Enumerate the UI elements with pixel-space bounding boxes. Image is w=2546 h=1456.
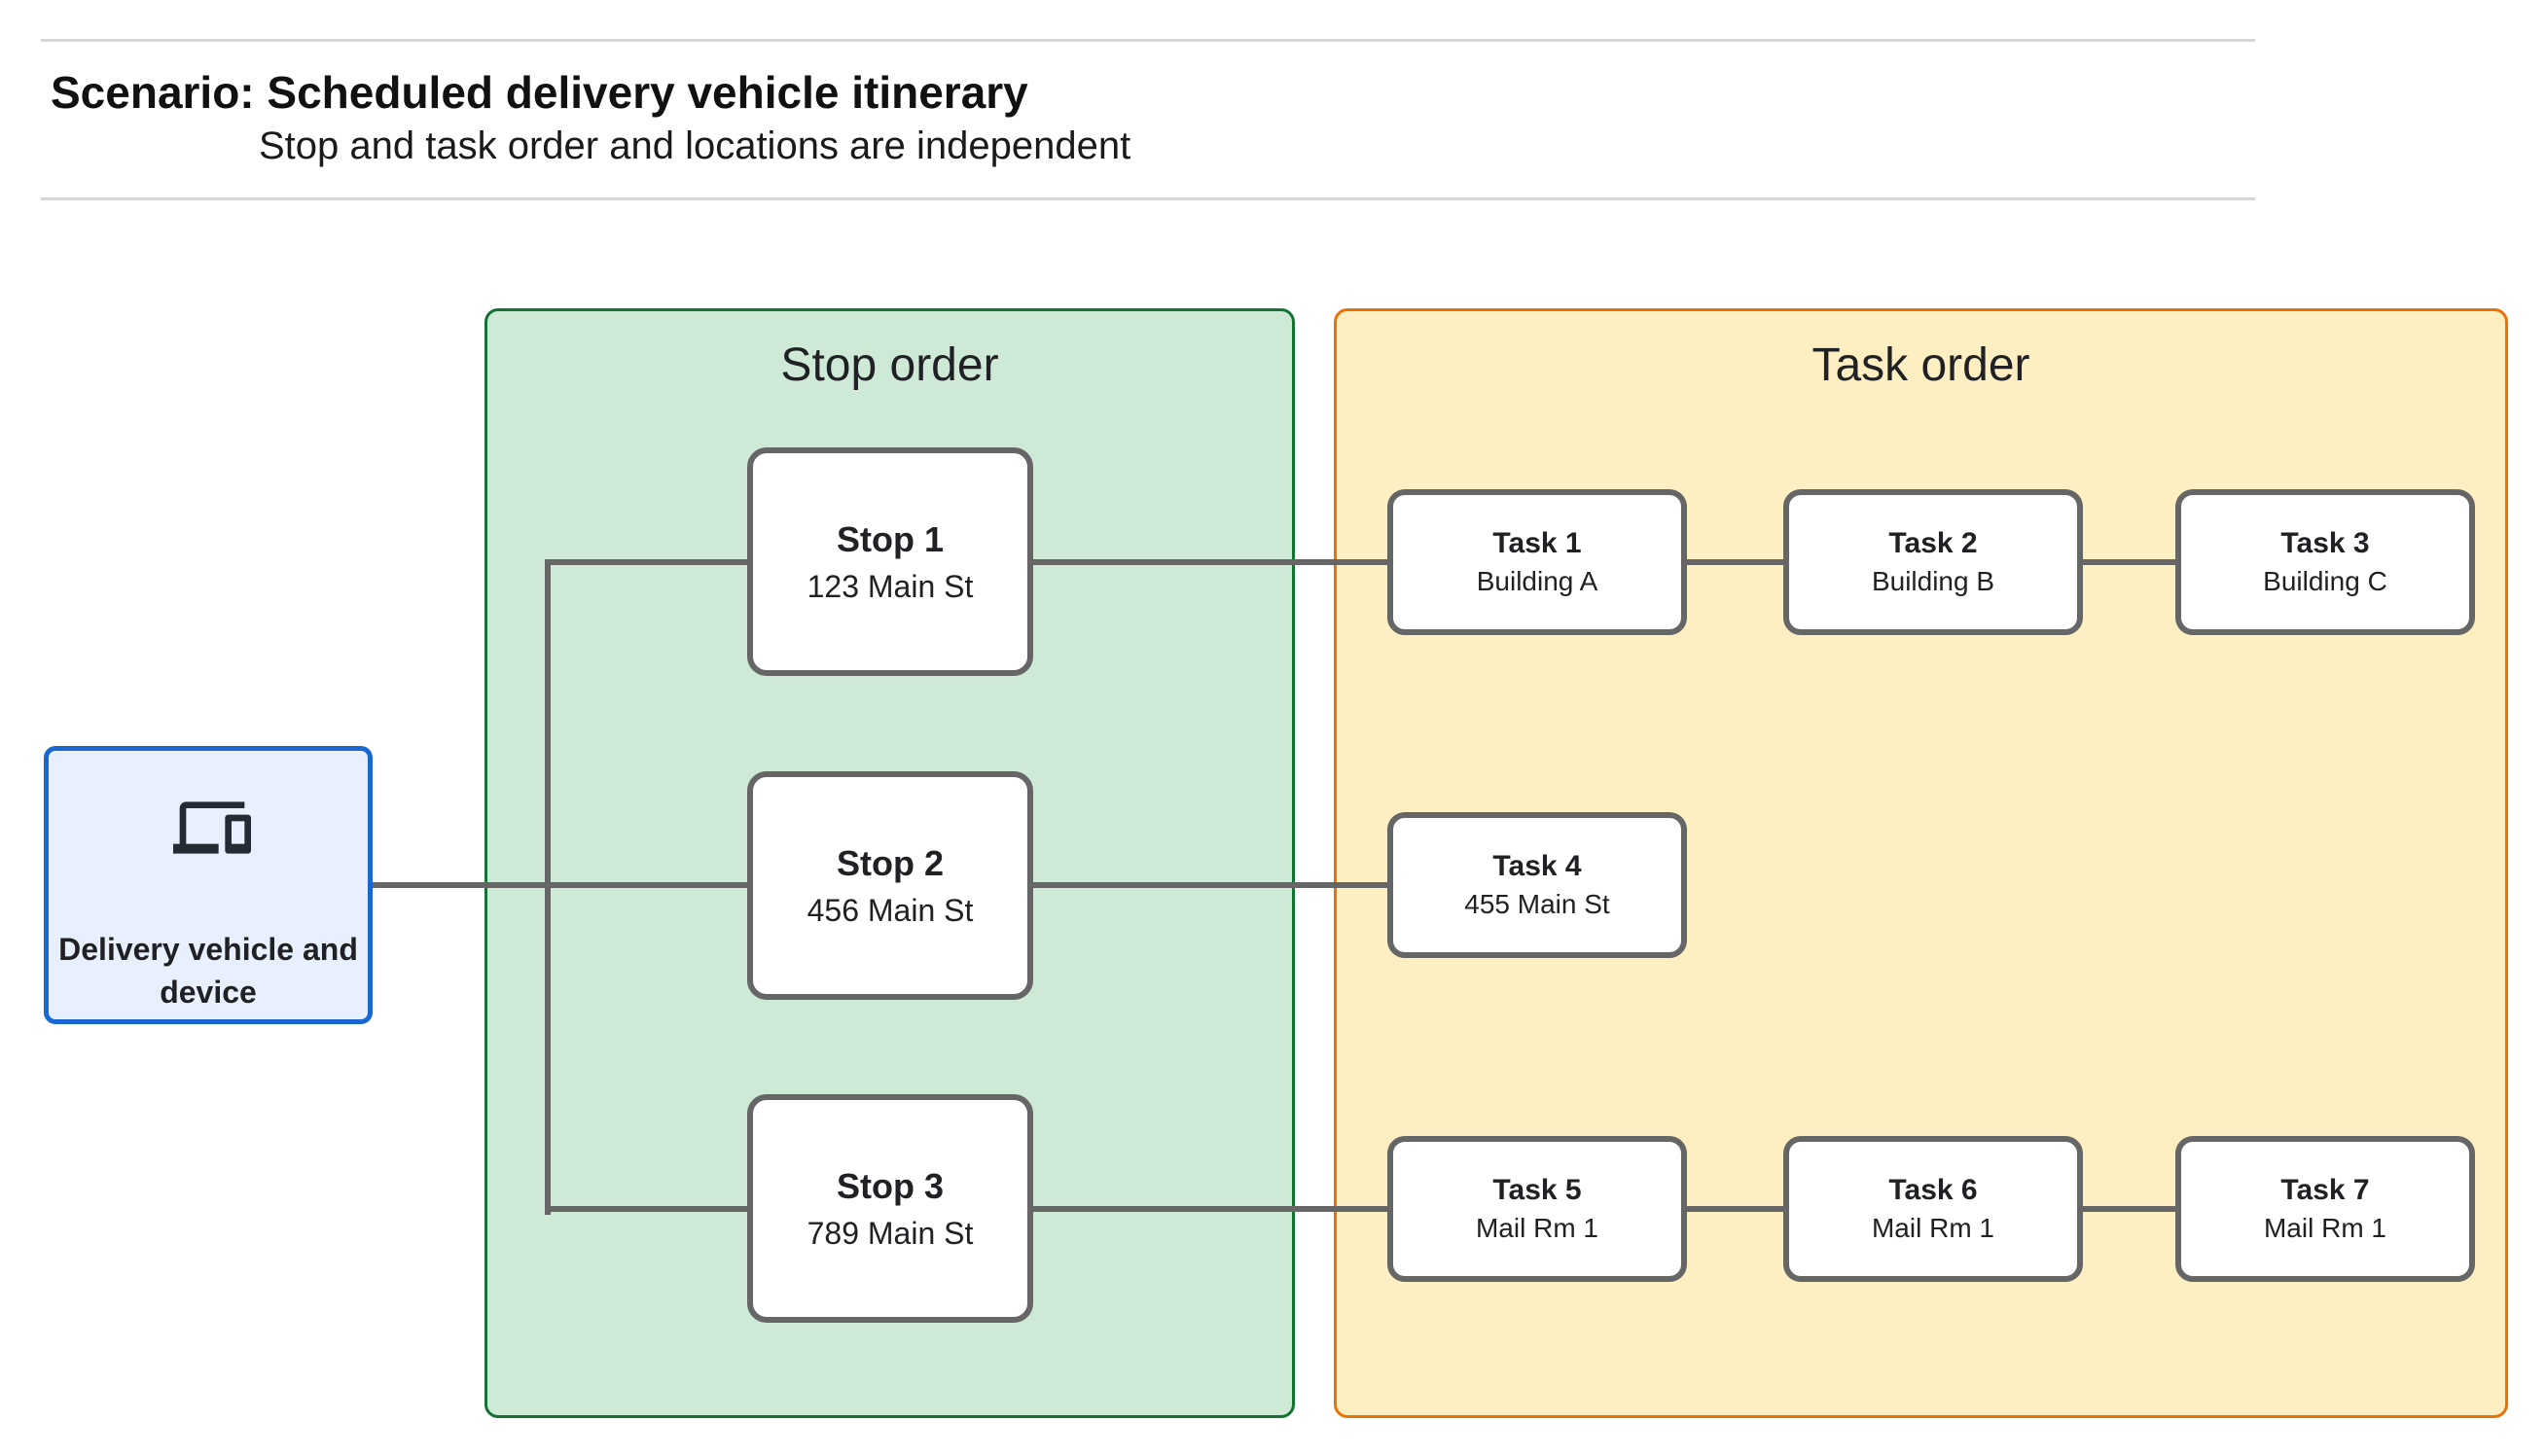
page-subtitle: Stop and task order and locations are in… <box>259 124 1131 167</box>
connector-vehicle-to-stop2 <box>373 882 747 888</box>
task-5-node: Task 5 Mail Rm 1 <box>1387 1136 1687 1282</box>
task-2-node: Task 2 Building B <box>1783 489 2083 635</box>
top-rule <box>41 39 2255 42</box>
connector-task5-to-task6 <box>1687 1206 1783 1212</box>
task-7-location: Mail Rm 1 <box>2263 1213 2386 1243</box>
stop-1-title: Stop 1 <box>836 518 944 559</box>
task-6-node: Task 6 Mail Rm 1 <box>1783 1136 2083 1282</box>
connector-trunk-to-stop3 <box>545 1206 747 1212</box>
task-1-title: Task 1 <box>1492 527 1582 559</box>
stop-2-title: Stop 2 <box>836 842 944 883</box>
task-6-location: Mail Rm 1 <box>1871 1213 1994 1243</box>
delivery-vehicle-node: Delivery vehicle and device <box>44 746 373 1024</box>
bottom-rule <box>41 197 2255 200</box>
devices-icon <box>173 801 251 854</box>
stop-1-address: 123 Main St <box>807 568 974 604</box>
stop-3-address: 789 Main St <box>807 1215 974 1251</box>
connector-task1-to-task2 <box>1687 559 1783 565</box>
connector-trunk-vertical <box>545 559 551 1215</box>
task-1-location: Building A <box>1476 566 1598 596</box>
connector-task6-to-task7 <box>2083 1206 2175 1212</box>
connector-stop2-to-task4 <box>1033 882 1387 888</box>
task-2-location: Building B <box>1871 566 1995 596</box>
connector-stop3-to-task5 <box>1033 1206 1387 1212</box>
stop-order-panel-title: Stop order <box>780 339 999 391</box>
task-7-title: Task 7 <box>2280 1174 2370 1206</box>
task-2-title: Task 2 <box>1888 527 1978 559</box>
stop-1-node: Stop 1 123 Main St <box>747 447 1033 676</box>
task-5-title: Task 5 <box>1492 1174 1582 1206</box>
delivery-vehicle-label: Delivery vehicle and device <box>58 932 358 1010</box>
connector-stop1-to-task1 <box>1033 559 1387 565</box>
stop-3-title: Stop 3 <box>836 1165 944 1206</box>
task-6-title: Task 6 <box>1888 1174 1978 1206</box>
connector-trunk-to-stop1 <box>545 559 747 565</box>
task-4-node: Task 4 455 Main St <box>1387 812 1687 958</box>
task-4-location: 455 Main St <box>1464 889 1610 919</box>
task-3-node: Task 3 Building C <box>2175 489 2475 635</box>
task-7-node: Task 7 Mail Rm 1 <box>2175 1136 2475 1282</box>
task-5-location: Mail Rm 1 <box>1475 1213 1598 1243</box>
stop-3-node: Stop 3 789 Main St <box>747 1094 1033 1323</box>
task-order-panel-title: Task order <box>1811 339 2030 391</box>
task-3-title: Task 3 <box>2280 527 2370 559</box>
stop-2-node: Stop 2 456 Main St <box>747 771 1033 1000</box>
task-1-node: Task 1 Building A <box>1387 489 1687 635</box>
task-4-title: Task 4 <box>1492 850 1582 882</box>
stop-2-address: 456 Main St <box>807 892 974 928</box>
page-title: Scenario: Scheduled delivery vehicle iti… <box>51 67 1028 118</box>
task-3-location: Building C <box>2263 566 2387 596</box>
connector-task2-to-task3 <box>2083 559 2175 565</box>
